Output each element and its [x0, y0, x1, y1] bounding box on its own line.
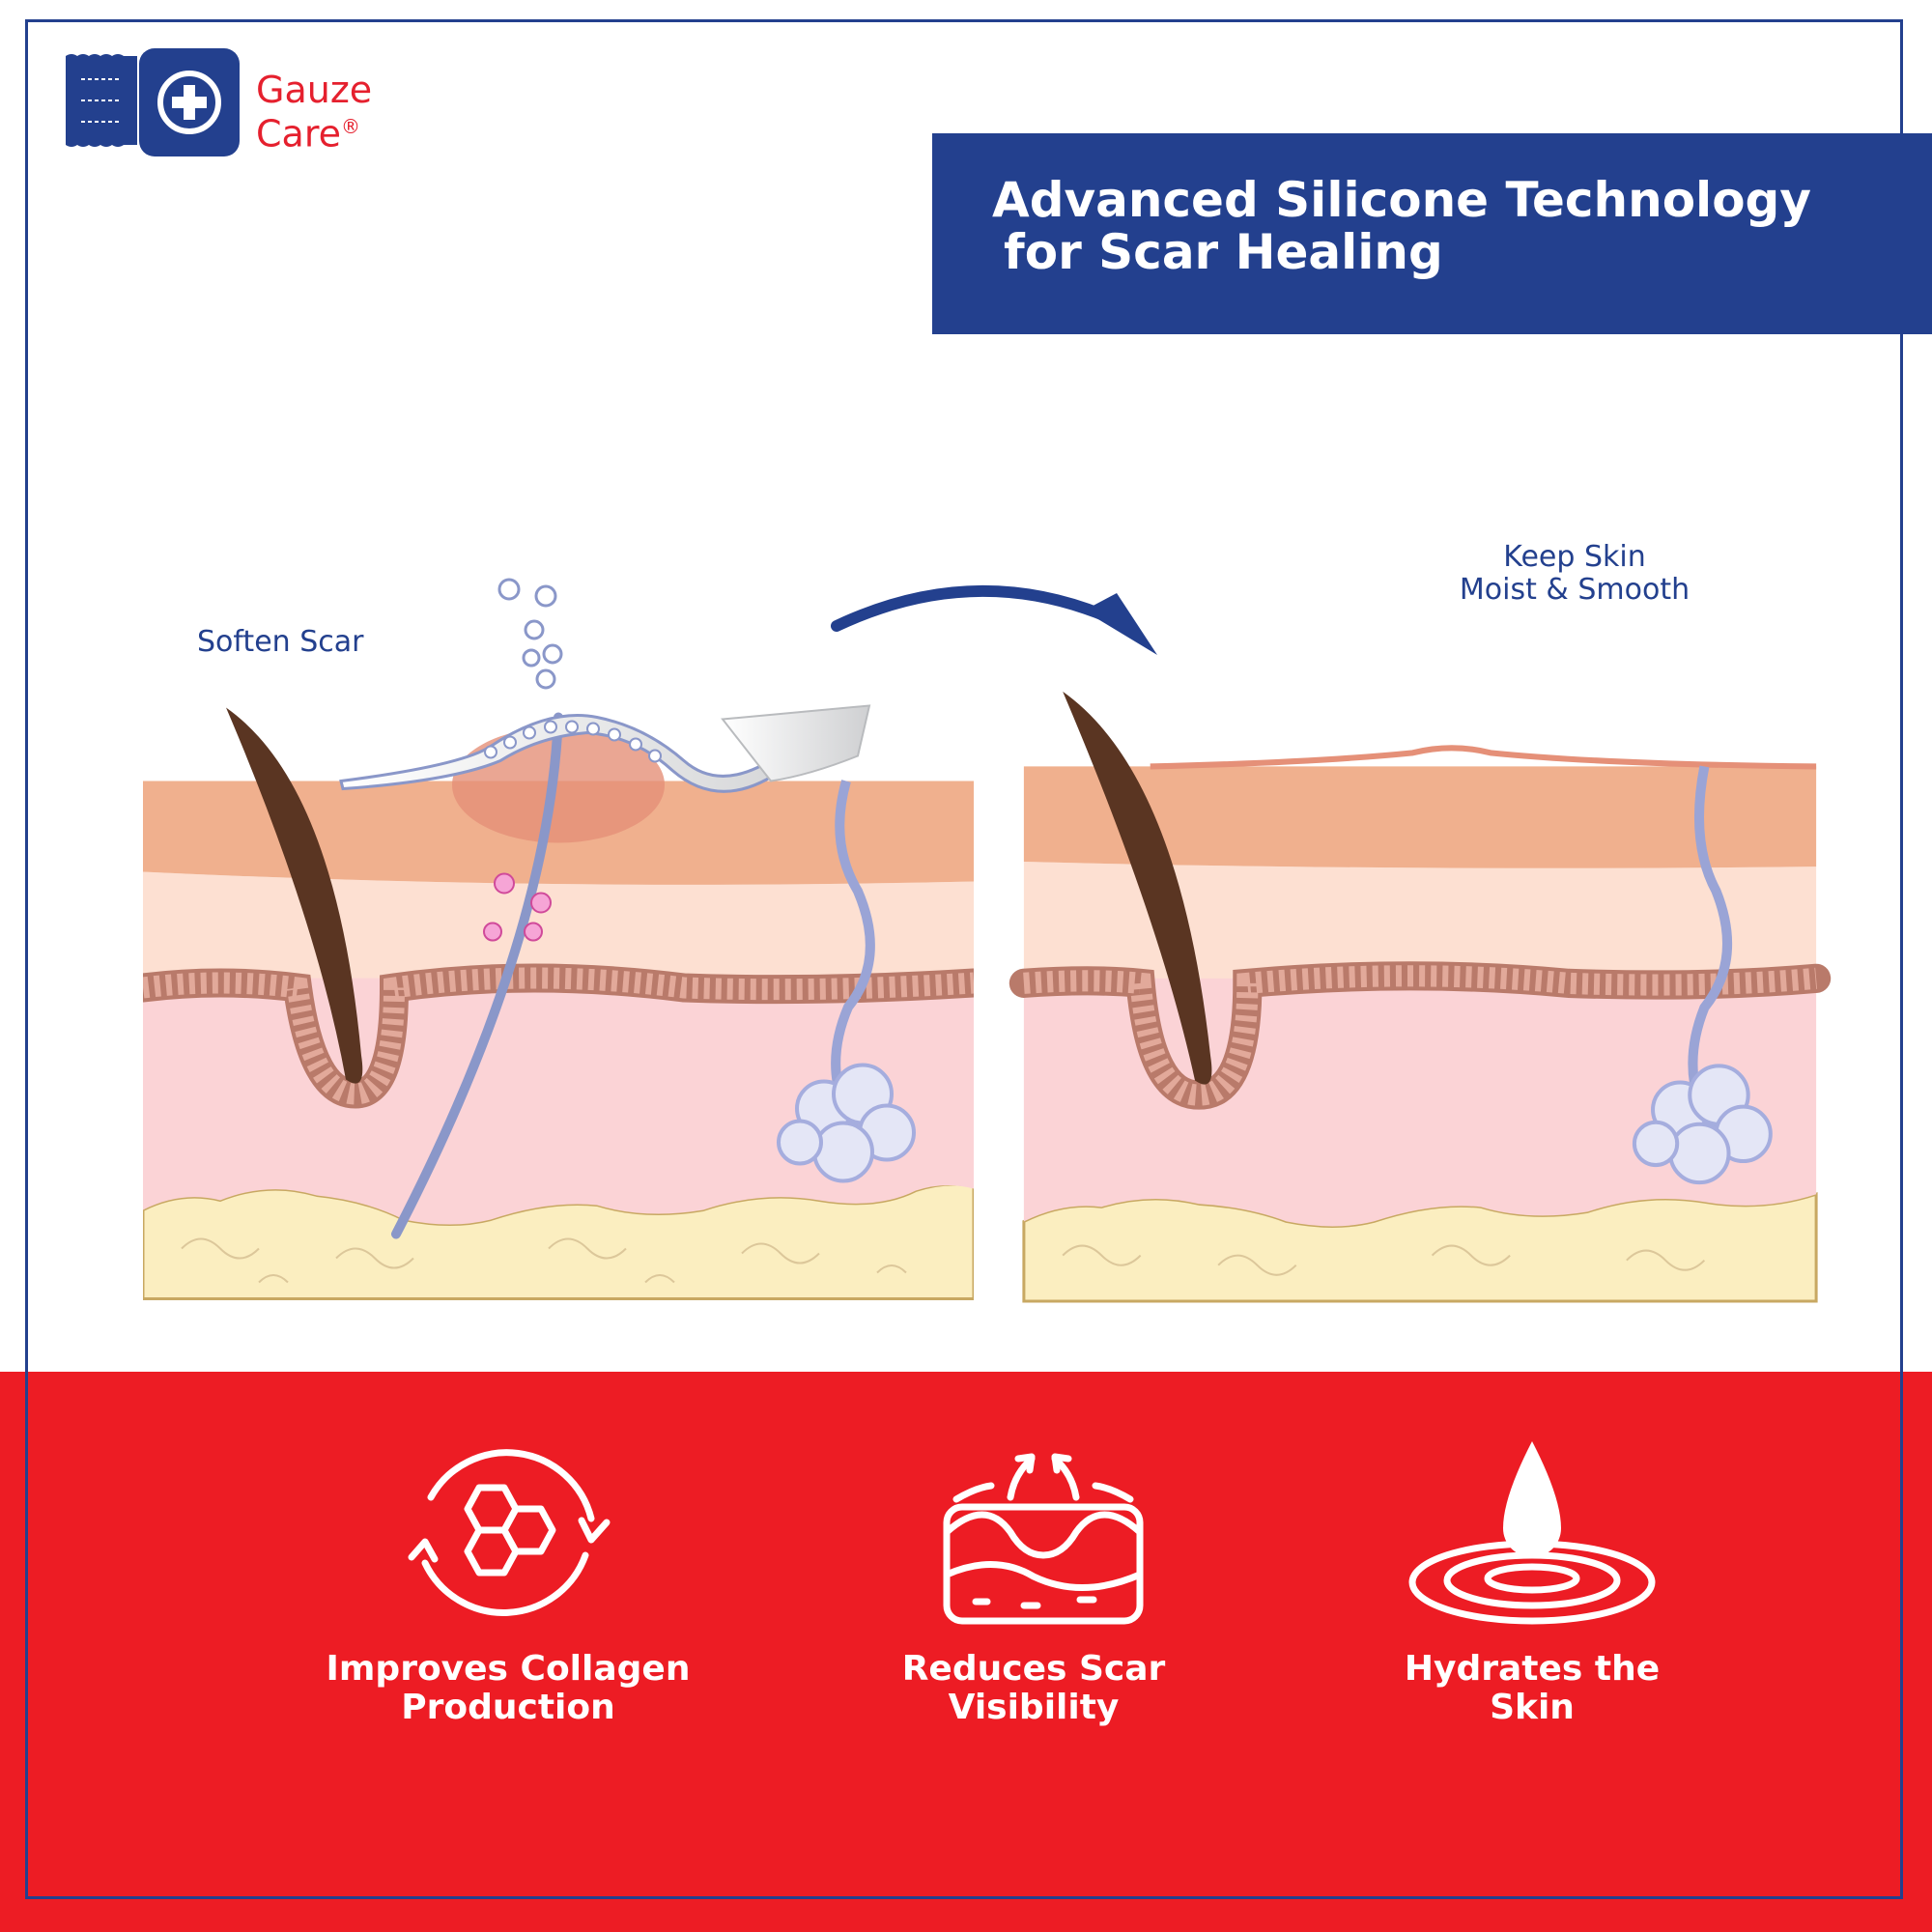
benefits-band: Improves Collagen Production Reduces Sca… [0, 1372, 1932, 1932]
scar-skin-layer-icon [943, 1453, 1144, 1625]
brand-name: Gauze Care® [256, 69, 373, 156]
water-drop-ripple-icon [1408, 1441, 1656, 1625]
after-skin-illustration [1009, 691, 1832, 1303]
collagen-cycle-icon [408, 1449, 611, 1616]
title-line-1: Advanced Silicone Technology [992, 172, 1811, 228]
feature-hydrate-label: Hydrates the Skin [1404, 1649, 1661, 1727]
gauze-roll-icon [66, 48, 240, 156]
before-skin-illustration [143, 704, 974, 1300]
transition-arrow-icon [831, 584, 1157, 655]
feature-collagen: Improves Collagen Production [286, 1439, 730, 1727]
after-caption: Keep Skin Moist & Smooth [1459, 540, 1690, 607]
feature-hydrate: Hydrates the Skin [1310, 1439, 1754, 1727]
before-caption: Soften Scar [197, 625, 364, 659]
feature-scar-label: Reduces Scar Visibility [901, 1649, 1166, 1727]
title-banner: Advanced Silicone Technology for Scar He… [932, 133, 1932, 334]
title-line-2: for Scar Healing [1004, 224, 1443, 280]
feature-scar: Reduces Scar Visibility [811, 1439, 1256, 1727]
brand-logo [64, 46, 412, 162]
bubbles-icon [497, 578, 563, 690]
feature-collagen-label: Improves Collagen Production [326, 1649, 691, 1727]
